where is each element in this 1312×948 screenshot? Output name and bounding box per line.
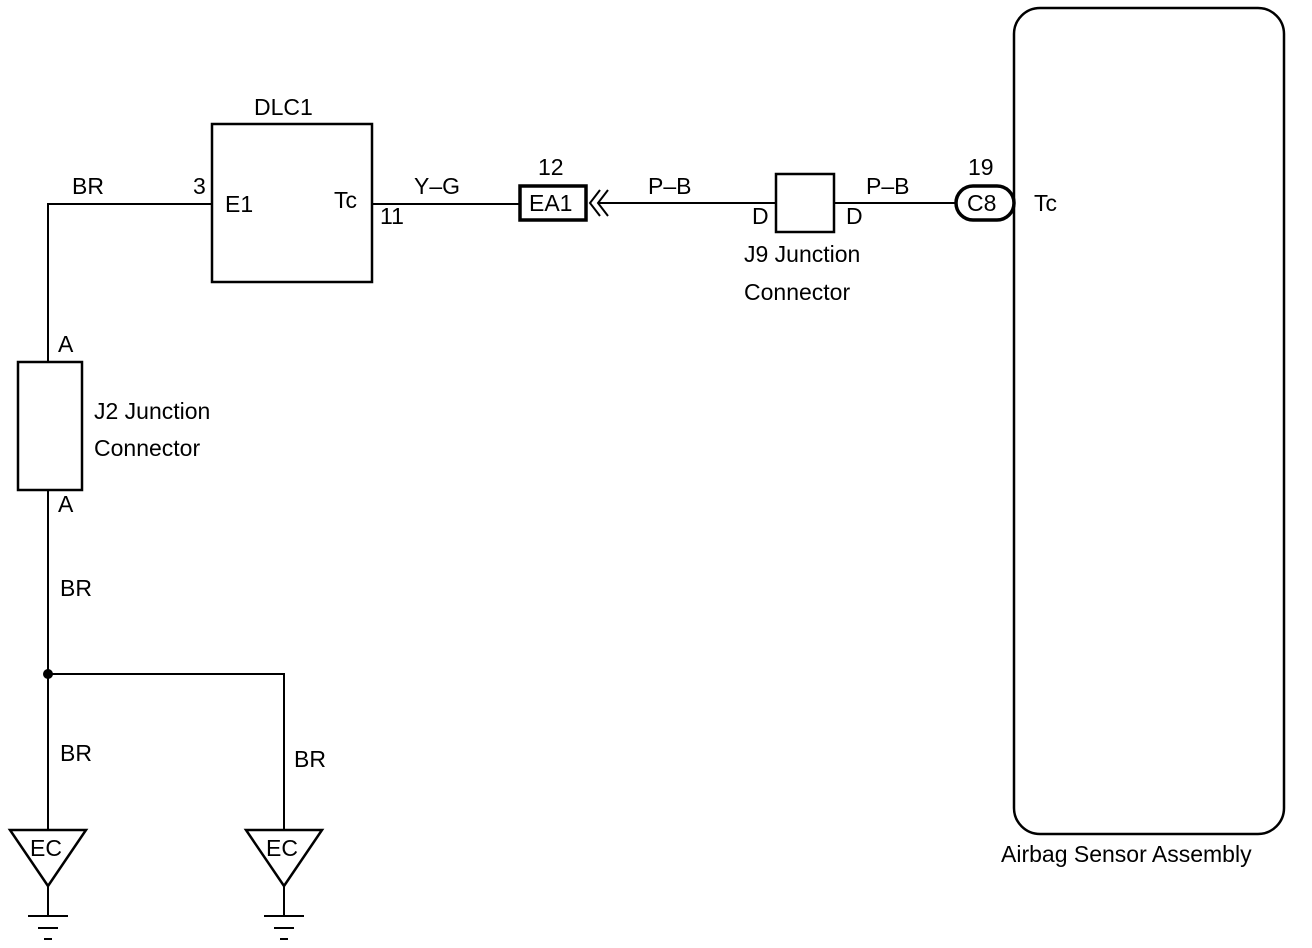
dlc1-pin-tc-number: 11 — [380, 203, 404, 229]
dlc1-pin-e1: E1 — [225, 191, 253, 217]
ground-ec-left-triangle — [7, 828, 89, 889]
c8-connector — [954, 184, 1016, 222]
dlc1-pin-tc: Tc — [334, 187, 357, 213]
c8-label: C8 — [967, 190, 996, 216]
wire-pb-right-label: P–B — [866, 173, 909, 199]
ground-ec-left-label: EC — [30, 835, 62, 861]
ea1-pin-number: 12 — [538, 154, 564, 180]
airbag-sensor-assembly-label: Airbag Sensor Assembly — [1001, 841, 1252, 867]
dlc1-label: DLC1 — [254, 94, 313, 120]
ea1-label: EA1 — [529, 190, 572, 216]
j2-label-line1: J2 Junction — [94, 398, 210, 424]
wire-br-mid-label: BR — [60, 575, 92, 601]
j2-pin-bottom: A — [58, 491, 74, 517]
j2-label-line2: Connector — [94, 435, 200, 461]
ea1-connector — [518, 184, 588, 222]
j2-pin-top: A — [58, 331, 74, 357]
wire-br-left-lower-label: BR — [60, 740, 92, 766]
wire-br-top-label: BR — [72, 173, 104, 199]
ea1-chevron-outer — [588, 189, 601, 217]
j9-junction-connector — [774, 172, 836, 234]
c8-pin-number: 19 — [968, 154, 994, 180]
j9-label-line1: J9 Junction — [744, 241, 860, 267]
wire-branch-right — [48, 673, 285, 830]
wire-pb-left-label: P–B — [648, 173, 691, 199]
airbag-pin-tc: Tc — [1034, 190, 1057, 216]
dlc1-pin-e1-number: 3 — [193, 173, 206, 199]
ground-ec-right-triangle — [243, 828, 325, 889]
j2-junction-connector — [16, 360, 84, 492]
j9-pin-right: D — [846, 203, 863, 229]
j9-label-line2: Connector — [744, 279, 850, 305]
wire-br-top — [47, 203, 212, 362]
wire-yg-label: Y–G — [414, 173, 460, 199]
j9-pin-left: D — [752, 203, 769, 229]
airbag-sensor-assembly-box — [1012, 6, 1286, 836]
ground-ec-right-label: EC — [266, 835, 298, 861]
wire-br-right-lower-label: BR — [294, 746, 326, 772]
